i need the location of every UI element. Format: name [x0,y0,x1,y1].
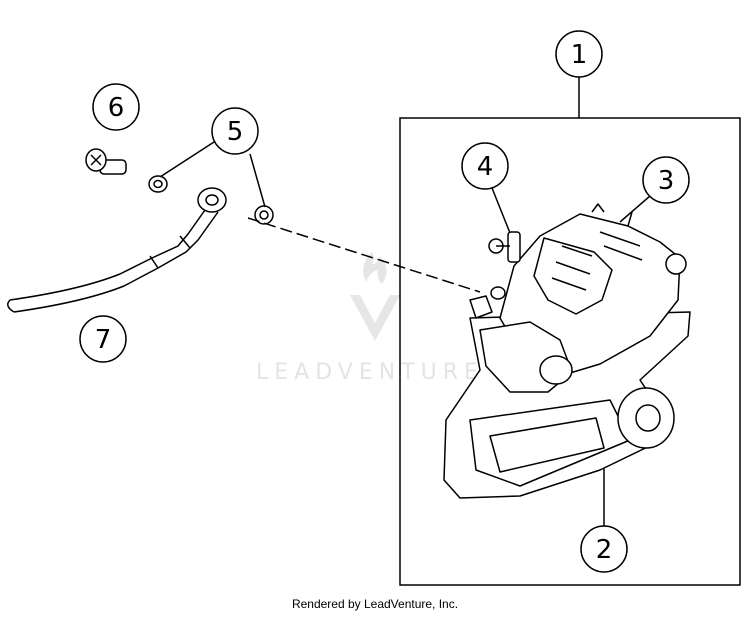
watermark-text: LEADVENTURE [256,360,484,385]
brake-caliper-part [443,203,691,499]
callout-3-circle [642,156,690,204]
callout-6-circle [92,83,140,131]
brake-line-part [7,187,227,313]
leader-line-5a [159,141,215,178]
leader-line-3 [619,195,651,223]
leader-line-4 [491,187,513,239]
callout-1-circle [555,30,603,78]
leadventure-logo-icon [350,252,400,341]
callout-2-circle [580,525,628,573]
callout-5-label: 5 [227,117,244,147]
callout-7-circle [79,315,127,363]
callout-4-circle [461,142,509,190]
callout-3-label: 3 [658,166,675,196]
sealing-ring-parts [148,175,274,225]
leader-line-5b [249,153,266,208]
axis-dash-line [247,217,481,293]
callout-1-label: 1 [571,40,588,70]
banjo-bolt-part [85,148,127,175]
leadventure-watermark: LEADVENTURE [256,252,484,385]
leader-lines [159,76,651,530]
footer-credit: Rendered by LeadVenture, Inc. [291,597,459,611]
callout-2-label: 2 [596,535,613,565]
callout-6-label: 6 [108,93,125,123]
assembly-frame [399,117,741,586]
callout-4-label: 4 [477,152,494,182]
callout-5-circle [211,107,259,155]
callout-7-label: 7 [95,325,112,355]
